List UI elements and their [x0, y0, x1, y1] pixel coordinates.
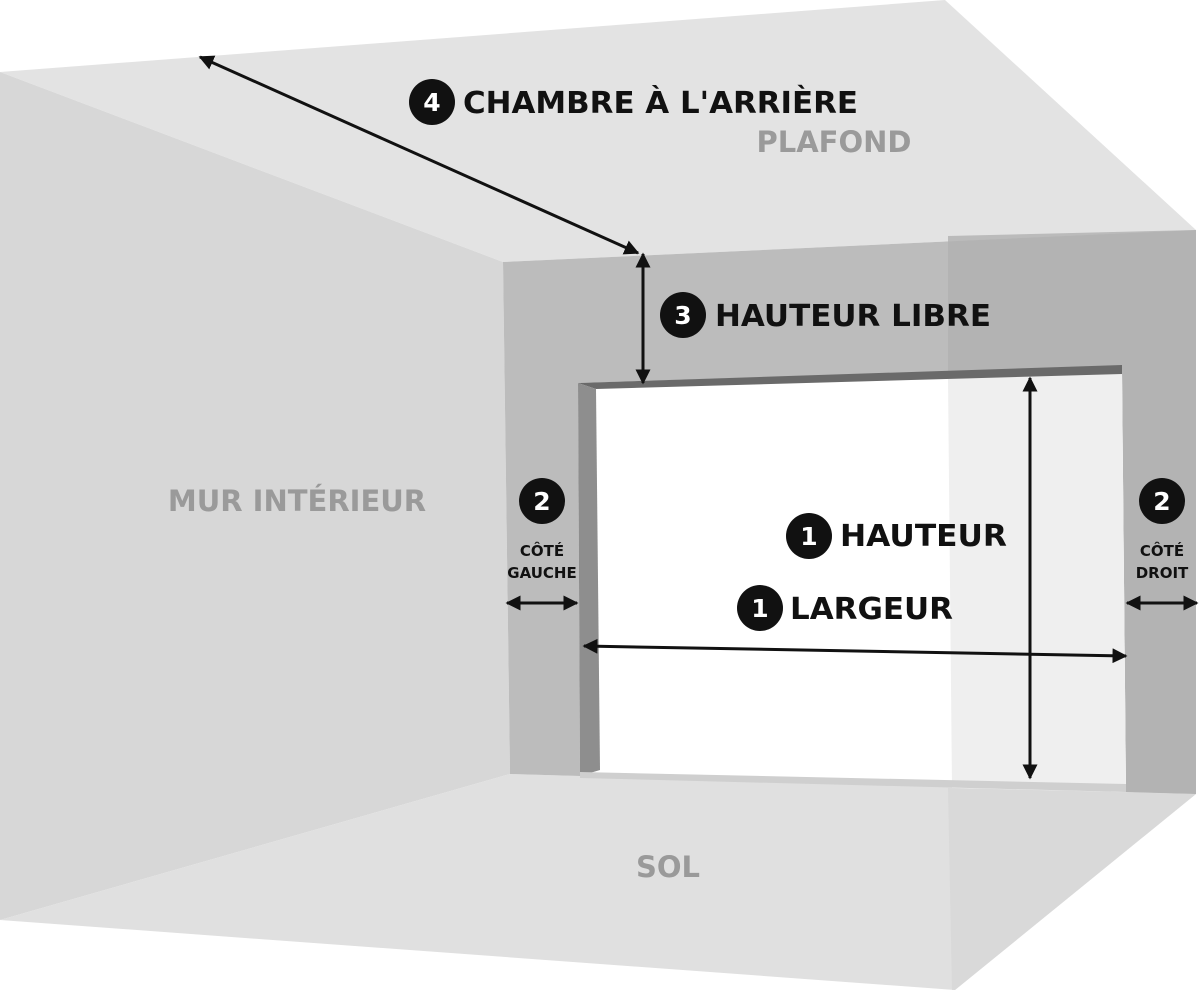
headroom-callout: 3 HAUTEUR LIBRE: [660, 292, 991, 338]
back-room-arrow: [198, 55, 640, 255]
width-number: 1: [751, 594, 768, 623]
floor-overlay-strip: [948, 788, 1196, 990]
headroom-label: HAUTEUR LIBRE: [715, 299, 991, 334]
left-side-badge: [519, 478, 565, 524]
interior-wall-label: MUR INTÉRIEUR: [168, 484, 426, 518]
threshold: [580, 772, 1126, 792]
height-badge: [786, 513, 832, 559]
back-room-badge: [409, 79, 455, 125]
right-side-number: 2: [1153, 487, 1170, 516]
left-side-label-line2: GAUCHE: [507, 564, 576, 582]
back-room-label: CHAMBRE À L'ARRIÈRE: [463, 85, 858, 121]
width-arrow: [582, 638, 1128, 664]
back-room-number: 4: [423, 88, 440, 117]
width-label: LARGEUR: [790, 592, 953, 627]
left-jamb-shadow: [578, 383, 600, 776]
right-side-label-line2: DROIT: [1136, 564, 1189, 582]
headroom-badge: [660, 292, 706, 338]
left-side-number: 2: [533, 487, 550, 516]
height-callout: 1 HAUTEUR: [786, 513, 1007, 559]
floor-label: SOL: [636, 850, 700, 884]
lintel-edge: [578, 365, 1122, 389]
width-badge: [737, 585, 783, 631]
headroom-number: 3: [674, 301, 691, 330]
height-number: 1: [800, 522, 817, 551]
back-room-callout: 4 CHAMBRE À L'ARRIÈRE: [409, 79, 858, 125]
left-side-label-line1: CÔTÉ: [520, 541, 564, 560]
opening-transparent-overlay: [948, 373, 1126, 792]
right-side-badge: [1139, 478, 1185, 524]
height-label: HAUTEUR: [840, 519, 1007, 554]
front-wall-overlay-strip: [948, 230, 1196, 794]
right-side-label-line1: CÔTÉ: [1140, 541, 1184, 560]
left-side-callout: 2 CÔTÉ GAUCHE: [507, 478, 577, 582]
ceiling-label: PLAFOND: [757, 125, 912, 159]
front-wall: [503, 230, 1196, 794]
right-side-callout: 2 CÔTÉ DROIT: [1136, 478, 1189, 582]
floor-surface: [0, 774, 1196, 990]
left-wall-surface: [0, 72, 510, 920]
width-callout: 1 LARGEUR: [737, 585, 953, 631]
